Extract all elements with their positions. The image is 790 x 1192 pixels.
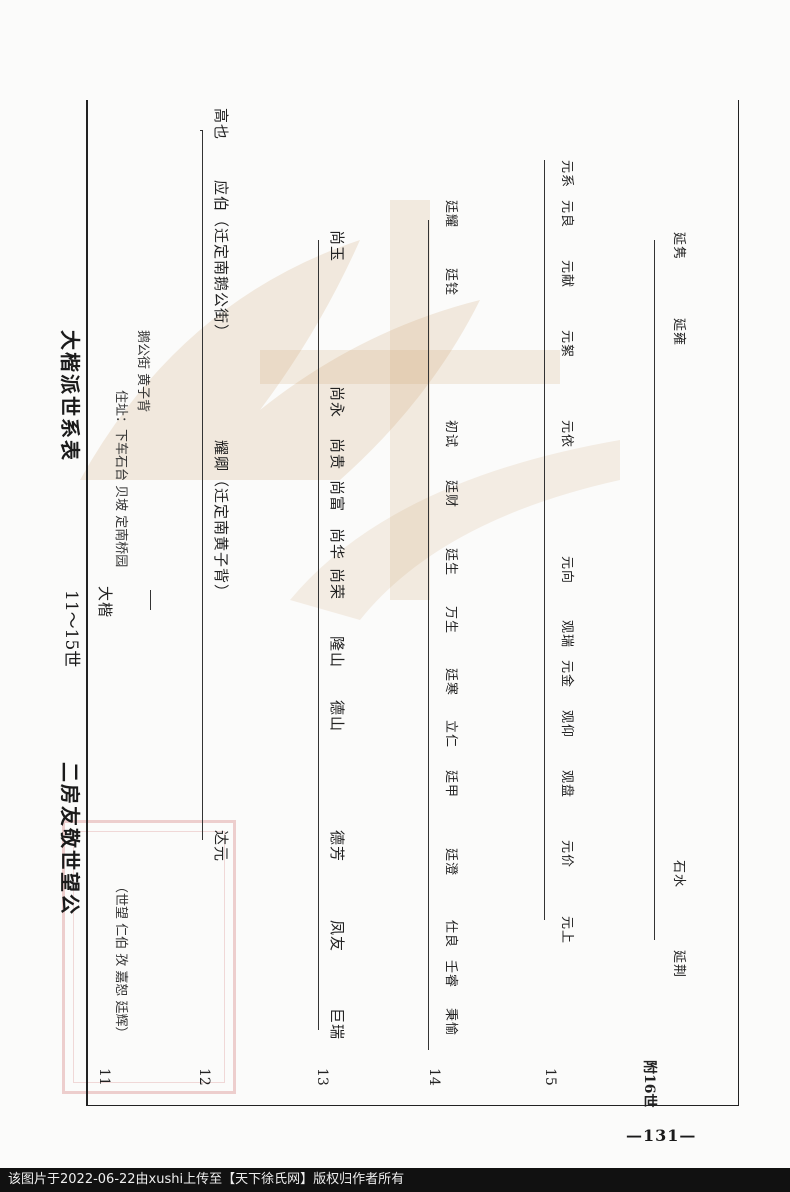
- person-gen15-21: 元絮: [559, 330, 574, 359]
- person-gen14-24: 初试: [443, 420, 458, 449]
- person-gen15-8: 观仰: [559, 710, 574, 739]
- tree-connector-gen12: [202, 130, 203, 840]
- person-gen13-4: 隆山: [328, 636, 346, 669]
- person-gen12-3: 高也: [212, 108, 230, 141]
- person-gen13-3: 德山: [328, 700, 346, 733]
- person-gen15-3: 元价: [559, 840, 574, 869]
- document-page: 二房友敬世望公 11～15世 大楷派世系表 （世望 仁伯 孜 嘉恕 廷辉） 住址…: [58, 100, 739, 1145]
- person-gen16-7: 延隽: [671, 232, 686, 261]
- person-gen16-2: 石水: [671, 860, 686, 889]
- genealogy-table-frame: [86, 100, 739, 1106]
- person-gen14-19: 廷生: [443, 548, 458, 577]
- person-gen13-1: 凤友: [328, 920, 346, 953]
- gen-label-15: 15: [542, 1068, 558, 1086]
- tree-connector-gen14: [428, 220, 429, 1050]
- residence-line-1: 住址：下车石台 贝坡 定南桥园: [113, 390, 128, 568]
- person-gen14-28: 廷耀: [443, 200, 458, 229]
- page-number: —131—: [626, 1126, 697, 1145]
- tree-line: [200, 130, 202, 131]
- person-gen13-8: 尚贵: [328, 438, 346, 471]
- person-gen12-2: 应伯（迁定南鹅公街）: [212, 180, 230, 341]
- person-gen14-9: 廷甲: [443, 770, 458, 799]
- person-gen13-6: 尚华: [328, 528, 346, 561]
- person-gen14-3: 壬睿: [443, 960, 458, 989]
- gen-label-14: 14: [426, 1068, 442, 1086]
- lineage-title: 大楷派世系表: [58, 330, 82, 462]
- person-gen14-17: 万生: [443, 606, 458, 635]
- person-gen14-14: 廷寒: [443, 668, 458, 697]
- person-gen15-9: 元金: [559, 660, 574, 689]
- person-gen15-5: 观盘: [559, 770, 574, 799]
- person-gen13-7: 尚富: [328, 480, 346, 513]
- person-gen12-0: 达元: [212, 830, 230, 863]
- world-hope-line: （世望 仁伯 孜 嘉恕 廷辉）: [113, 880, 128, 1040]
- person-gen15-13: 元向: [559, 556, 574, 585]
- person-gen15-24: 元献: [559, 260, 574, 289]
- person-gen16-0: 延荆: [671, 950, 686, 979]
- person-gen13-12: 尚玉: [328, 230, 346, 263]
- person-gen13-9: 尚永: [328, 386, 346, 419]
- generation-range: 11～15世: [61, 590, 81, 668]
- person-gen14-0: 秉愉: [443, 1008, 458, 1037]
- person-gen14-5: 仕良: [443, 920, 458, 949]
- person-gen12-1: 耀卿（迁定南黄子背）: [212, 440, 230, 601]
- person-gen15-29: 元系: [559, 160, 574, 189]
- gen-label-16: 附16世: [641, 1060, 657, 1108]
- tree-connector-gen16: [654, 240, 655, 940]
- person-gen14-7: 廷澄: [443, 848, 458, 877]
- gen-label-12: 12: [196, 1068, 212, 1086]
- branch-title: 二房友敬世望公: [58, 762, 82, 916]
- person-daka: 大楷: [96, 586, 114, 619]
- residence-line-2: 鹅公街 黄子背: [135, 330, 150, 413]
- upload-notice-footer: 该图片于2022-06-22由xushi上传至【天下徐氏网】版权归作者所有: [0, 1168, 790, 1192]
- tree-connector-gen15: [544, 160, 545, 920]
- gen-label-13: 13: [314, 1068, 330, 1086]
- gen-label-11: 11: [96, 1068, 112, 1086]
- person-gen13-5: 尚荣: [328, 568, 346, 601]
- person-gen16-4: 延雍: [671, 318, 686, 347]
- tree-line: [150, 590, 151, 610]
- person-gen15-27: 元良: [559, 200, 574, 229]
- person-gen14-27: 廷铨: [443, 268, 458, 297]
- person-gen13-2: 德芳: [328, 830, 346, 863]
- person-gen15-11: 观瑞: [559, 620, 574, 649]
- person-gen14-22: 廷财: [443, 480, 458, 509]
- tree-connector-gen13: [318, 240, 319, 1030]
- person-gen14-11: 立仁: [443, 720, 458, 749]
- person-gen13-0: 巨瑞: [328, 1008, 346, 1041]
- person-gen15-18: 元依: [559, 420, 574, 449]
- person-gen15-0: 元上: [559, 916, 574, 945]
